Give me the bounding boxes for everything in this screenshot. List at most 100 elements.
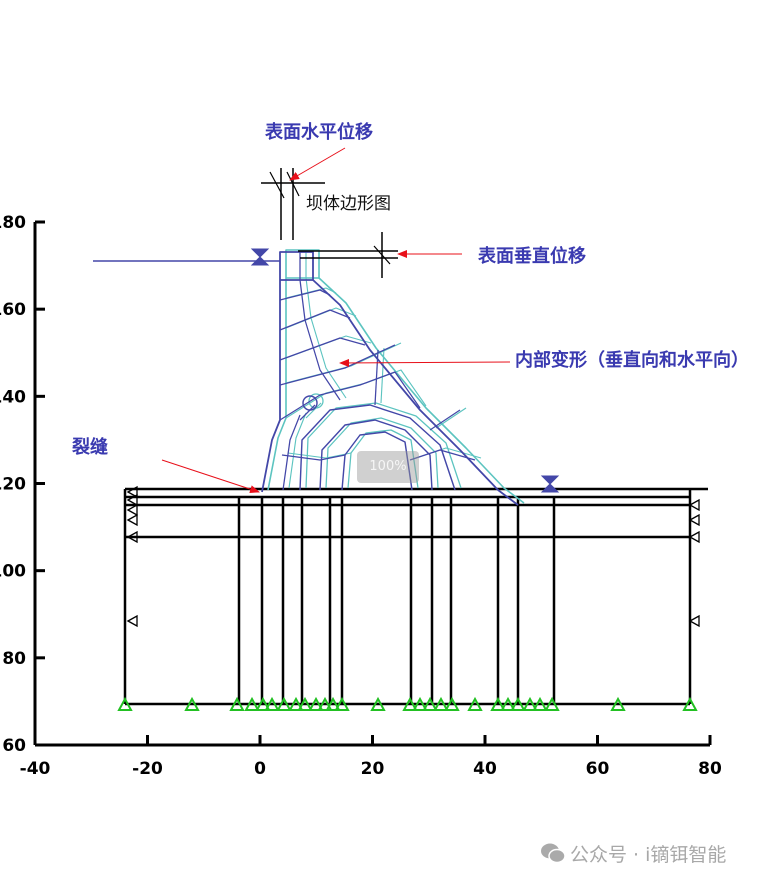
roller-support-right	[688, 513, 700, 527]
support-triangle	[500, 696, 516, 711]
original-mesh-gallery	[302, 395, 318, 411]
deformed-mesh-line	[435, 407, 467, 429]
label-surface-horizontal: 表面水平位移	[265, 122, 373, 143]
deformed-mesh-gallery	[308, 393, 324, 409]
label-internal-deformation: 内部变形（垂直向和水平向）	[515, 350, 749, 371]
support-triangle	[264, 696, 280, 711]
support-triangle	[402, 696, 418, 711]
support-triangle	[184, 696, 200, 711]
original-mesh-outline	[261, 251, 519, 506]
support-triangle	[308, 696, 324, 711]
roller-support-left	[126, 485, 138, 499]
support-triangle	[276, 696, 292, 711]
red-arrow	[161, 459, 260, 493]
deformed-mesh-ring	[347, 429, 419, 489]
watermark-text: 公众号 · i镝铒智能	[570, 844, 727, 866]
support-triangle	[467, 696, 483, 711]
y-tick-label: 120	[0, 475, 26, 495]
x-tick-label: -20	[132, 759, 163, 779]
support-triangle	[433, 696, 449, 711]
label-surface-vertical: 表面垂直位移	[478, 246, 586, 267]
support-triangle	[288, 696, 304, 711]
original-mesh-line	[279, 371, 421, 421]
deformed-mesh-line	[288, 412, 307, 489]
deformed-mesh-line	[285, 335, 372, 359]
support-triangle	[422, 696, 438, 711]
axes: -40 -20 0 20 40 60 80 180 160 140 120 100 80 60	[0, 213, 722, 779]
x-tick-label: 80	[698, 759, 722, 779]
annotations	[93, 147, 560, 493]
original-mesh-line	[429, 409, 461, 431]
support-triangle	[610, 696, 626, 711]
wechat-icon	[540, 842, 566, 869]
label-dam-deformation: 坝体边形图	[306, 194, 391, 214]
support-triangle	[229, 696, 245, 711]
y-tick-label: 80	[2, 649, 26, 669]
support-triangle	[412, 696, 428, 711]
x-tick-label: 40	[473, 759, 497, 779]
y-tick-label: 60	[2, 736, 26, 756]
roller-support-left	[126, 614, 138, 628]
original-mesh-ring	[319, 419, 433, 491]
roller-support-left	[126, 530, 138, 544]
support-triangle	[370, 696, 386, 711]
support-triangle	[117, 696, 133, 711]
y-tick-label: 160	[0, 300, 26, 320]
support-triangle	[682, 696, 698, 711]
gauge-tick	[269, 171, 285, 199]
original-mesh-ring	[299, 404, 456, 491]
deformed-mesh-outline	[267, 249, 525, 504]
original-mesh-line	[409, 449, 476, 461]
support-triangle	[334, 696, 350, 711]
support-triangle	[297, 696, 313, 711]
foundation-mesh	[117, 485, 708, 711]
original-mesh-line	[281, 454, 346, 461]
deformed-mesh-ring	[305, 402, 462, 489]
support-triangle	[544, 696, 560, 711]
y-tick-label: 140	[0, 387, 26, 407]
support-triangle	[522, 696, 538, 711]
original-mesh-ring	[341, 431, 413, 491]
support-triangle	[532, 696, 548, 711]
original-mesh-line	[374, 349, 379, 406]
x-tick-label: 0	[254, 759, 266, 779]
deformed-mesh-line	[305, 402, 322, 419]
support-triangle	[444, 696, 460, 711]
label-crack: 裂缝	[72, 437, 108, 458]
support-triangle	[317, 696, 333, 711]
zoom-level-badge: 100%	[357, 451, 419, 483]
original-mesh-line	[282, 414, 301, 491]
gauge-tick	[286, 171, 300, 197]
red-arrow	[339, 358, 511, 367]
roller-support-left	[126, 503, 138, 517]
deformed-mesh-line	[287, 452, 352, 459]
roller-support-left	[126, 513, 138, 527]
red-arrow	[289, 147, 346, 181]
y-tick-label: 180	[0, 213, 26, 233]
roller-support-left	[126, 493, 138, 507]
roller-support-right	[688, 530, 700, 544]
support-triangle	[490, 696, 506, 711]
support-triangle	[255, 696, 271, 711]
support-triangle	[325, 696, 341, 711]
x-tick-label: 20	[361, 759, 385, 779]
x-tick-label: 60	[586, 759, 610, 779]
y-tick-label: 100	[0, 562, 26, 582]
support-triangle	[244, 696, 260, 711]
roller-support-right	[688, 614, 700, 628]
deformed-mesh-ring	[325, 417, 439, 489]
original-mesh-line	[279, 309, 351, 331]
roller-support-right	[688, 498, 700, 512]
original-mesh-line	[299, 404, 316, 421]
watermark: 公众号 · i镝铒智能	[540, 840, 726, 869]
original-mesh-line	[279, 337, 366, 361]
x-tick-label: -40	[20, 759, 51, 779]
water-level-icon	[540, 475, 560, 493]
dam-mesh	[261, 249, 525, 506]
gauge-tick	[373, 245, 391, 265]
support-triangle	[510, 696, 526, 711]
original-mesh-line	[279, 289, 331, 301]
water-level-icon	[250, 248, 270, 266]
deformed-mesh-line	[285, 307, 357, 329]
